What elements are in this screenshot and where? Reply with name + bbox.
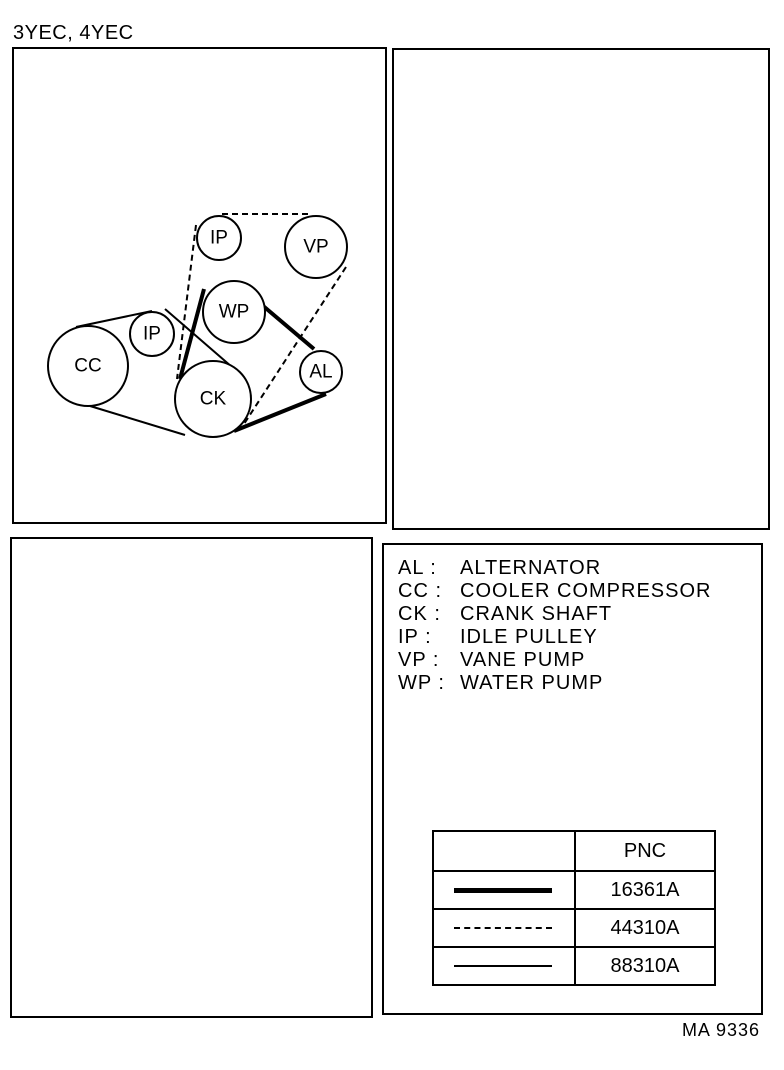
belt-routing-panel: CC IP CK WP IP VP AL	[12, 47, 387, 524]
page-title: 3YEC, 4YEC	[13, 22, 134, 44]
cooler-compressor-pulley	[47, 325, 129, 407]
legend-item: VP : VANE PUMP	[398, 649, 711, 672]
legend-name: VANE PUMP	[460, 649, 586, 671]
legend-panel: AL : ALTERNATOR CC : COOLER COMPRESSOR C…	[382, 543, 763, 1015]
thick-line-sample	[454, 888, 552, 893]
legend-name: ALTERNATOR	[460, 557, 602, 579]
legend-name: IDLE PULLEY	[460, 626, 598, 648]
abbreviation-legend: AL : ALTERNATOR CC : COOLER COMPRESSOR C…	[398, 557, 711, 695]
dashed-line-sample	[454, 927, 552, 929]
idle-pulley-upper	[196, 215, 242, 261]
alternator-pulley	[299, 350, 343, 394]
legend-item: AL : ALTERNATOR	[398, 557, 711, 580]
pulley-label-al: AL	[309, 362, 332, 383]
pnc-table: PNC 16361A 44310A 88310A	[432, 830, 716, 986]
pulley-label-ip: IP	[210, 228, 228, 249]
legend-item: CC : COOLER COMPRESSOR	[398, 580, 711, 603]
legend-code: AL :	[398, 557, 437, 579]
empty-panel-bottom-left	[10, 537, 373, 1018]
table-row: 88310A	[432, 946, 716, 986]
line-style-header	[432, 830, 576, 872]
legend-code: IP :	[398, 626, 432, 648]
pulley-label-wp: WP	[219, 302, 250, 323]
water-pump-pulley	[202, 280, 266, 344]
line-sample-cell	[432, 908, 576, 948]
idle-pulley-lower	[129, 311, 175, 357]
line-sample-cell	[432, 870, 576, 910]
pulley-label-vp: VP	[303, 237, 328, 258]
legend-code: CK :	[398, 603, 441, 625]
legend-code: CC :	[398, 580, 442, 602]
pnc-value: 44310A	[574, 908, 716, 948]
legend-name: COOLER COMPRESSOR	[460, 580, 712, 602]
line-sample-cell	[432, 946, 576, 986]
table-header-row: PNC	[432, 830, 716, 872]
legend-item: CK : CRANK SHAFT	[398, 603, 711, 626]
belt-44310A	[176, 213, 347, 425]
pnc-value: 16361A	[574, 870, 716, 910]
legend-name: WATER PUMP	[460, 672, 604, 694]
thin-line-sample	[454, 965, 552, 967]
table-row: 16361A	[432, 870, 716, 910]
legend-code: WP :	[398, 672, 445, 694]
empty-panel-top-right	[392, 48, 770, 530]
table-row: 44310A	[432, 908, 716, 948]
reference-number: MA 9336	[681, 1020, 760, 1040]
pulley-label-ip: IP	[143, 324, 161, 345]
crank-shaft-pulley	[174, 360, 252, 438]
legend-name: CRANK SHAFT	[460, 603, 613, 625]
pulley-label-ck: CK	[200, 389, 227, 410]
legend-item: WP : WATER PUMP	[398, 672, 711, 695]
legend-code: VP :	[398, 649, 440, 671]
pnc-value: 88310A	[574, 946, 716, 986]
vane-pump-pulley	[284, 215, 348, 279]
pulley-label-cc: CC	[74, 356, 101, 377]
belt-88310A	[75, 308, 233, 436]
belt-16361A	[178, 288, 327, 433]
belt-routing-diagram: CC IP CK WP IP VP AL	[47, 213, 348, 438]
pnc-header: PNC	[574, 830, 716, 872]
legend-item: IP : IDLE PULLEY	[398, 626, 711, 649]
